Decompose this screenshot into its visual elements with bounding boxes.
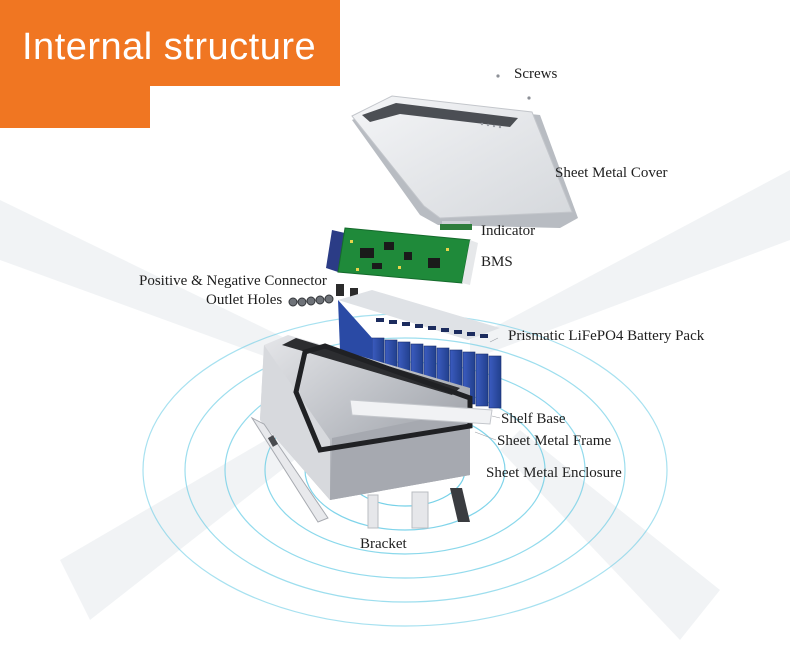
bracket <box>367 488 470 529</box>
background-rays <box>0 170 790 640</box>
label-bms: BMS <box>481 254 513 270</box>
leader-lines <box>474 337 501 441</box>
cell-terminal <box>415 324 423 328</box>
indicator <box>440 221 472 230</box>
label-outlet-holes: Outlet Holes <box>206 292 283 308</box>
outlet-holes <box>288 294 334 307</box>
banner-shape <box>0 0 340 128</box>
label-shelf-base: Shelf Base <box>501 411 566 427</box>
cell-terminal <box>467 332 475 336</box>
cell-terminal <box>441 328 449 332</box>
label-indicator: Indicator <box>481 223 536 239</box>
positive-negative-connector <box>336 284 358 300</box>
shelf-base <box>349 399 493 425</box>
cell-terminal <box>480 334 488 338</box>
label-connector: Positive & Negative Connector <box>139 273 327 289</box>
label-sheet-metal-frame: Sheet Metal Frame <box>497 433 612 449</box>
sheet-metal-cover <box>351 95 578 228</box>
label-bracket: Bracket <box>360 536 407 552</box>
cell-terminal <box>389 320 397 324</box>
ripple-ring <box>184 337 626 603</box>
banner-notch <box>150 86 340 128</box>
battery-cell <box>475 353 489 407</box>
label-battery-pack: Prismatic LiFePO4 Battery Pack <box>508 328 705 344</box>
label-sheet-metal-cover: Sheet Metal Cover <box>555 165 668 181</box>
cell-terminal <box>376 318 384 322</box>
label-screws: Screws <box>514 66 558 82</box>
battery-cell <box>488 355 502 409</box>
label-sheet-metal-enclosure: Sheet Metal Enclosure <box>486 465 622 481</box>
cell-terminal <box>454 330 462 334</box>
screws <box>496 74 531 100</box>
battery-top-bus <box>338 290 500 340</box>
sheet-metal-frame <box>293 343 473 453</box>
cell-terminal <box>402 322 410 326</box>
bms-board <box>326 227 478 285</box>
banner-title: Internal structure <box>22 26 317 68</box>
title-banner: Internal structure <box>0 0 340 128</box>
side-panel <box>250 416 329 523</box>
cell-terminal <box>428 326 436 330</box>
